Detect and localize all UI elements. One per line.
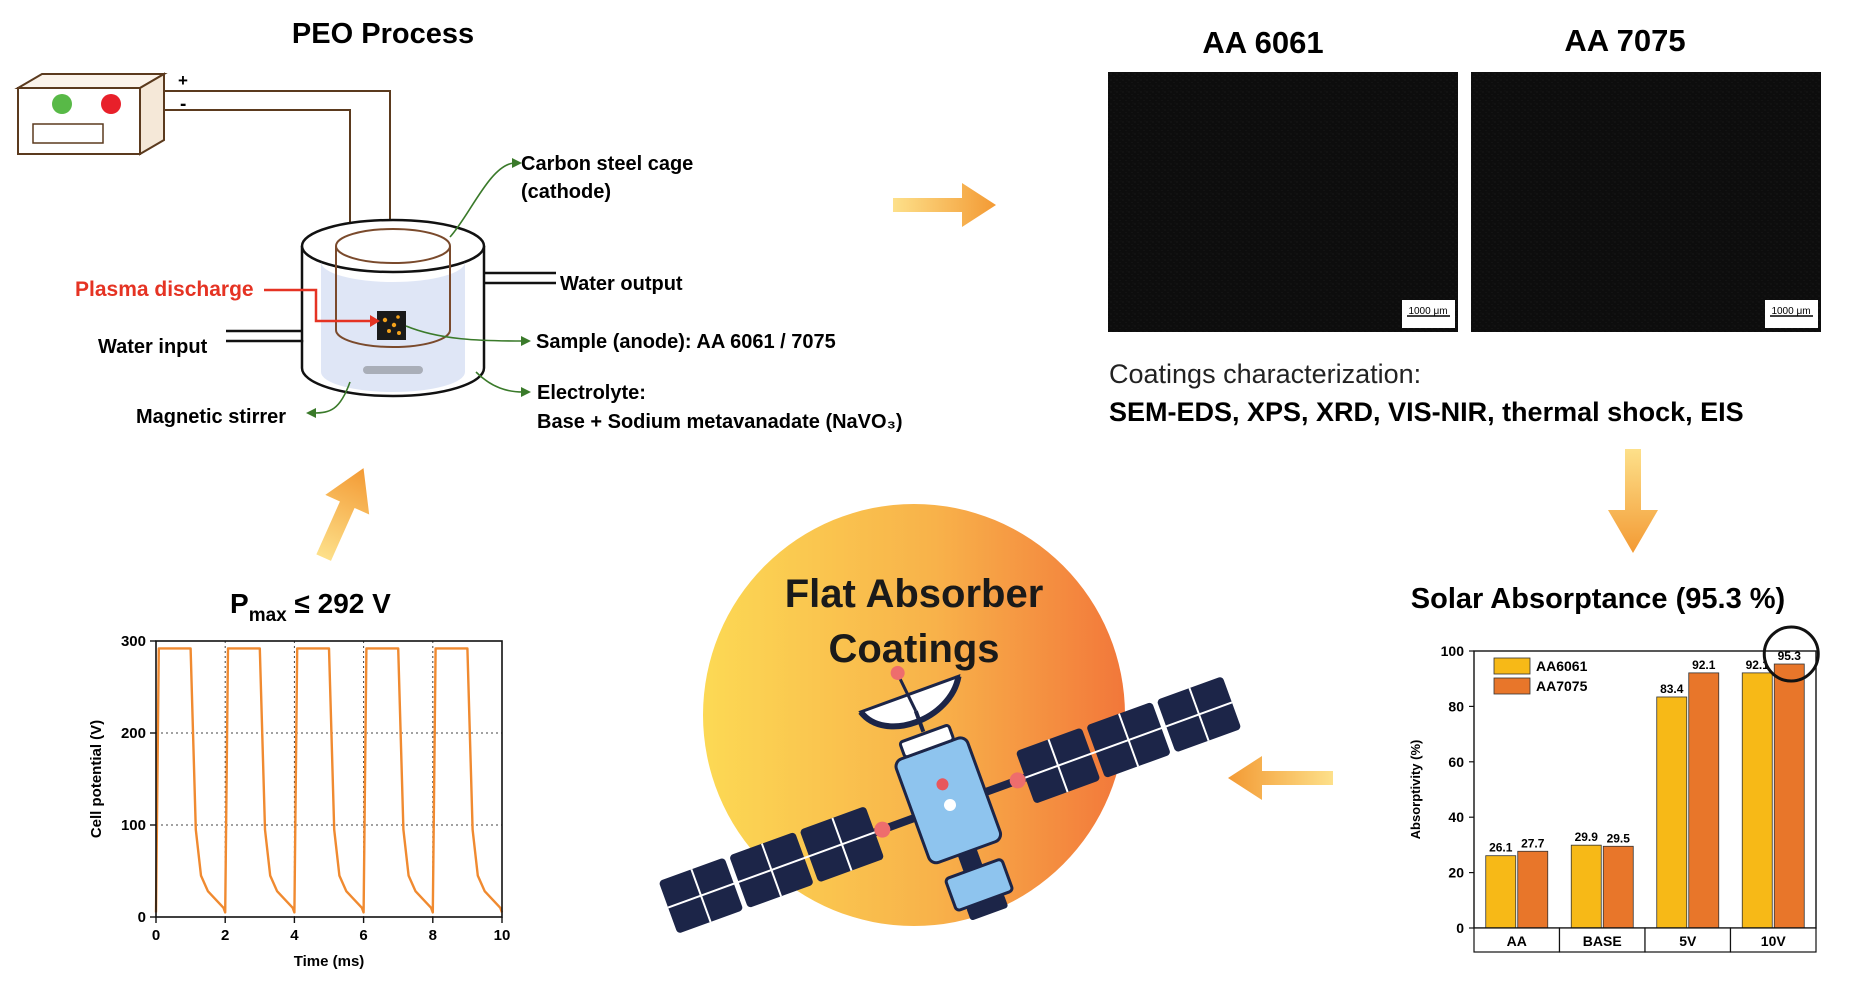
pulse-x-tick-label: 2: [221, 927, 229, 944]
sample-anode: [377, 311, 406, 340]
aa7075-image-title: AA 7075: [1564, 23, 1685, 58]
bar-aa7075-5v: [1688, 672, 1720, 929]
bar-y-tick-label: 20: [1448, 865, 1464, 881]
bar-data-label: 92.1: [1692, 658, 1716, 672]
pulse-x-tick-label: 4: [290, 927, 299, 944]
bar-category-label: 10V: [1761, 933, 1787, 949]
power-supply-box: [14, 72, 168, 156]
bar-y-tick-label: 60: [1448, 754, 1464, 770]
aa6061-sem-image: [1108, 72, 1458, 332]
positive-terminal-label: +: [178, 71, 188, 90]
pulse-x-tick-label: 6: [359, 927, 367, 944]
bar-y-tick-label: 100: [1441, 643, 1465, 659]
pulse-y-tick-label: 200: [121, 725, 146, 742]
water-output-label: Water output: [560, 273, 683, 295]
legend-label-aa7075: AA7075: [1536, 678, 1588, 694]
peo-process-title: PEO Process: [292, 18, 474, 50]
pulse-x-tick-label: 8: [429, 927, 437, 944]
bar-aa7075-aa: [1517, 850, 1549, 929]
flow-arrow-left: [1228, 756, 1333, 800]
solar-absorptance-chart: Solar Absorptance (95.3 %) 26.1 27.7 29.9 2…: [1408, 583, 1820, 953]
legend-swatch-aa7075: [1493, 677, 1531, 695]
plasma-arrow: [264, 288, 370, 323]
sem-images: AA 6061 AA 7075 1000 μm 1000 μm Coatings…: [1108, 23, 1821, 427]
bar-category-cell: [1473, 927, 1561, 953]
solar-absorptance-title: Solar Absorptance (95.3 %): [1411, 583, 1785, 615]
bar-aa6061-10v: [1741, 672, 1773, 929]
water-input-label: Water input: [98, 336, 208, 358]
flow-arrow-right: [893, 183, 996, 227]
pulse-plot-frame: [155, 640, 503, 918]
flow-arrow-up: [316, 468, 370, 561]
bar-category-cell: [1644, 927, 1732, 953]
aa7075-scale-label: 1000 μm: [1771, 306, 1810, 317]
bar-y-axis-label: Absorptivity (%): [1408, 740, 1423, 840]
aa6061-scale-label: 1000 μm: [1408, 306, 1447, 317]
bar-category-label: AA: [1507, 933, 1527, 949]
bar-data-label: 83.4: [1660, 682, 1684, 696]
satellite-icon: [659, 665, 1241, 933]
bar-y-tick-label: 40: [1448, 809, 1464, 825]
cage-label-line1: Carbon steel cage: [521, 153, 693, 175]
characterization-title: Coatings characterization:: [1109, 359, 1421, 389]
bar-aa6061-5v: [1656, 696, 1688, 929]
display-panel: [32, 123, 104, 144]
bar-data-label: 29.9: [1575, 830, 1599, 844]
cathode-wire: [164, 109, 351, 240]
bar-y-tick-label: 0: [1456, 920, 1464, 936]
pulse-x-axis-label: Time (ms): [294, 953, 365, 970]
bar-category-label: 5V: [1679, 933, 1697, 949]
aa6061-image-title: AA 6061: [1202, 25, 1323, 60]
bar-data-label: 27.7: [1521, 836, 1545, 850]
pulse-y-tick-label: 300: [121, 633, 146, 650]
characterization-methods: SEM-EDS, XPS, XRD, VIS-NIR, thermal shoc…: [1109, 397, 1744, 427]
pulse-series-line: [154, 647, 504, 914]
red-led-icon: [101, 94, 121, 114]
peo-process-diagram: PEO Process + -: [14, 18, 902, 433]
pulse-y-tick-label: 0: [138, 909, 146, 926]
bar-aa7075-base: [1602, 845, 1634, 929]
green-led-icon: [52, 94, 72, 114]
plasma-discharge-label: Plasma discharge: [75, 278, 254, 301]
pulse-chart-title: Pmax ≤ 292 V: [230, 588, 391, 626]
center-title-line1: Flat Absorber: [785, 572, 1044, 616]
bar-category-label: BASE: [1583, 933, 1622, 949]
bar-category-cell: [1729, 927, 1817, 953]
pulse-x-tick-label: 0: [152, 927, 160, 944]
bar-data-label: 26.1: [1489, 841, 1513, 855]
pulse-y-axis-label: Cell potential (V): [88, 720, 105, 838]
magnetic-stirrer-label: Magnetic stirrer: [136, 406, 286, 428]
bar-y-tick-label: 80: [1448, 698, 1464, 714]
bar-data-label: 95.3: [1778, 649, 1802, 663]
sample-anode-label: Sample (anode): AA 6061 / 7075: [536, 331, 836, 353]
flow-arrow-down: [1608, 449, 1658, 553]
legend-swatch-aa6061: [1493, 657, 1531, 675]
negative-terminal-label: -: [180, 94, 186, 115]
bar-category-cell: [1558, 927, 1646, 953]
aa7075-sem-image: [1471, 72, 1821, 332]
legend-label-aa6061: AA6061: [1536, 658, 1588, 674]
electrolytic-cell: [300, 218, 486, 398]
pulse-y-tick-label: 100: [121, 817, 146, 834]
flat-absorber-center: Flat Absorber Coatings: [659, 504, 1241, 933]
pulse-x-tick-label: 10: [494, 927, 511, 944]
aa6061-scale-bar: [1402, 300, 1455, 328]
electrolyte-label-line2: Base + Sodium metavanadate (NaVO₃): [537, 411, 902, 433]
cage-label-line2: (cathode): [521, 181, 611, 203]
bar-aa7075-10v: [1773, 663, 1805, 929]
bar-data-label: 92.1: [1746, 658, 1770, 672]
bar-aa6061-base: [1570, 844, 1602, 929]
bar-data-label: 29.5: [1607, 831, 1631, 845]
bar-aa6061-aa: [1485, 855, 1517, 929]
electrolyte-label-line1: Electrolyte:: [537, 382, 646, 404]
center-title-line2: Coatings: [828, 627, 999, 671]
aa7075-scale-bar: [1765, 300, 1818, 328]
highlight-circle: [1762, 625, 1820, 683]
stirrer-bar: [363, 366, 423, 374]
